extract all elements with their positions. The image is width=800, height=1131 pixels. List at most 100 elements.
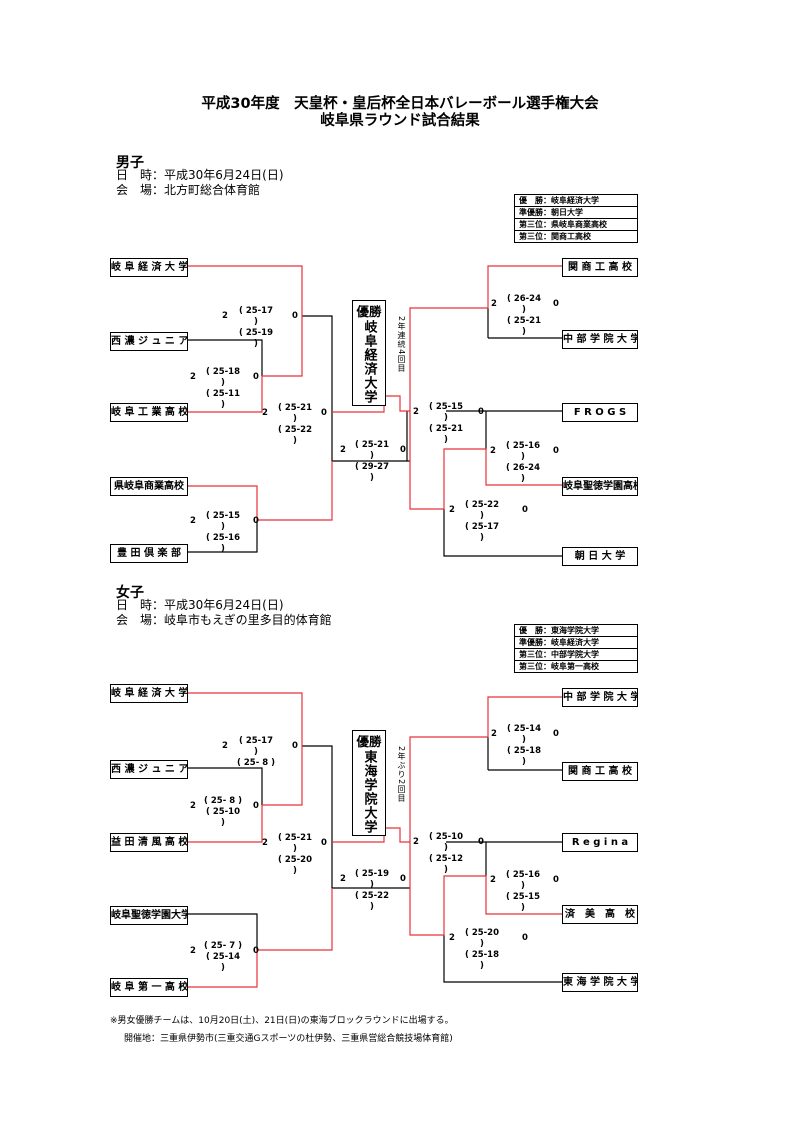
team-box: 岐阜聖徳学園高校 <box>562 477 638 496</box>
match-sets-won: 2 <box>491 729 497 739</box>
men-date: 日 時：平成30年6月24日(日) <box>116 168 284 182</box>
team-box: 岐 阜 経 済 大 学 <box>110 258 188 277</box>
match-score: ( 25-15 )( 25-16 ) <box>205 511 241 554</box>
match-score: ( 25- 8 )( 25-10 ) <box>204 796 242 828</box>
team-box: 西 濃 ジ ュ ニ ア <box>110 760 188 779</box>
standing-row: 準優勝：朝日大学 <box>515 207 637 219</box>
team-box: R e g i n a <box>562 833 638 852</box>
match-sets-won: 2 <box>222 741 228 751</box>
standing-row: 第三位：県岐阜商業高校 <box>515 219 637 231</box>
match-sets-won: 2 <box>222 311 228 321</box>
match-sets-won: 2 <box>262 408 268 418</box>
women-champion-box: 優勝 東海学院大学 <box>352 730 386 836</box>
men-venue: 会 場：北方町総合体育館 <box>116 183 261 197</box>
match-score: ( 25-20 )( 25-18 ) <box>464 928 500 971</box>
match-score: ( 25-21 )( 25-22 ) <box>277 403 313 446</box>
match-sets-lost: 0 <box>553 299 559 309</box>
team-box: 県岐阜商業高校 <box>110 477 188 496</box>
team-box: 関 商 工 高 校 <box>562 258 638 277</box>
team-box: 岐阜聖徳学園大学 <box>110 906 188 925</box>
match-score: ( 25-16 )( 26-24 ) <box>505 441 541 484</box>
team-box: 済 美 高 校 <box>562 905 638 924</box>
match-score: ( 25-18 )( 25-11 ) <box>205 367 241 410</box>
match-sets-lost: 0 <box>478 407 484 417</box>
champion-label: 優勝 <box>356 734 382 749</box>
match-sets-lost: 0 <box>478 837 484 847</box>
team-box: F R O G S <box>562 403 638 422</box>
match-sets-lost: 0 <box>553 446 559 456</box>
team-box: 岐 阜 第 一 高 校 <box>110 978 188 997</box>
team-box: 岐 阜 工 業 高 校 <box>110 403 188 422</box>
team-box: 中 部 学 院 大 学 <box>562 330 638 349</box>
match-sets-lost: 0 <box>253 372 259 382</box>
match-sets-won: 2 <box>490 875 496 885</box>
match-sets-lost: 0 <box>400 874 406 884</box>
women-heading: 女子 <box>116 585 144 601</box>
match-score: ( 25-16 )( 25-15 ) <box>505 870 541 913</box>
match-sets-lost: 0 <box>292 311 298 321</box>
match-sets-won: 2 <box>490 446 496 456</box>
match-score: ( 25-21 )( 29-27 ) <box>354 440 390 483</box>
match-sets-won: 2 <box>491 299 497 309</box>
page-subtitle: 岐阜県ラウンド試合結果 <box>320 113 480 129</box>
match-sets-lost: 0 <box>553 729 559 739</box>
standing-row: 第三位：中部学院大学 <box>515 649 637 661</box>
men-heading: 男子 <box>116 155 144 171</box>
match-sets-won: 2 <box>190 946 196 956</box>
standing-row: 優 勝：東海学院大学 <box>515 625 637 637</box>
match-sets-won: 2 <box>190 516 196 526</box>
women-standings: 優 勝：東海学院大学 準優勝：岐阜経済大学 第三位：中部学院大学 第三位：岐阜第… <box>514 624 638 673</box>
men-champion-note: 2年連続4回目 <box>397 316 406 374</box>
team-box: 岐 阜 経 済 大 学 <box>110 684 188 703</box>
champion-label: 優勝 <box>356 304 382 319</box>
champion-name: 東海学院大学 <box>361 750 377 834</box>
match-sets-won: 2 <box>340 874 346 884</box>
page-title: 平成30年度 天皇杯・皇后杯全日本バレーボール選手権大会 <box>201 96 599 112</box>
match-sets-lost: 0 <box>321 838 327 848</box>
match-score: ( 25-17 )( 25- 8 ) <box>237 736 275 768</box>
match-score: ( 25-17 )( 25-19 ) <box>238 306 274 349</box>
match-score: ( 26-24 )( 25-21 ) <box>506 294 542 337</box>
standing-row: 第三位：岐阜第一高校 <box>519 662 599 671</box>
match-sets-lost: 0 <box>321 408 327 418</box>
match-score: ( 25-10 )( 25-12 ) <box>428 832 464 875</box>
match-sets-won: 2 <box>340 445 346 455</box>
match-sets-lost: 0 <box>522 505 528 515</box>
standing-row: 優 勝：岐阜経済大学 <box>515 195 637 207</box>
match-sets-lost: 0 <box>292 741 298 751</box>
team-box: 西 濃 ジ ュ ニ ア <box>110 332 188 351</box>
match-sets-lost: 0 <box>553 875 559 885</box>
match-score: ( 25-15 )( 25-21 ) <box>428 402 464 445</box>
team-box: 東 海 学 院 大 学 <box>562 973 638 992</box>
match-sets-won: 2 <box>449 505 455 515</box>
match-sets-won: 2 <box>449 933 455 943</box>
venue-note: 開催地：三重県伊勢市(三重交通Gスポーツの杜伊勢、三重県営総合競技場体育館) <box>124 1034 453 1044</box>
champion-name: 岐阜経済大学 <box>361 320 377 404</box>
men-standings: 優 勝：岐阜経済大学 準優勝：朝日大学 第三位：県岐阜商業高校 第三位：関商工高… <box>514 194 638 243</box>
women-champion-note: 2年ぶり2回目 <box>397 746 406 804</box>
match-sets-won: 2 <box>262 838 268 848</box>
match-sets-lost: 0 <box>253 516 259 526</box>
match-sets-lost: 0 <box>522 933 528 943</box>
match-score: ( 25-14 )( 25-18 ) <box>506 724 542 767</box>
standing-row: 第三位：関商工高校 <box>519 232 591 241</box>
men-champion-box: 優勝 岐阜経済大学 <box>352 300 386 406</box>
women-date: 日 時：平成30年6月24日(日) <box>116 598 284 612</box>
match-sets-won: 2 <box>413 837 419 847</box>
match-sets-won: 2 <box>413 407 419 417</box>
team-box: 豊 田 倶 楽 部 <box>110 544 188 563</box>
match-sets-lost: 0 <box>253 801 259 811</box>
footnote: ※男女優勝チームは、10月20日(土)、21日(日)の東海ブロックラウンドに出場… <box>110 1016 454 1026</box>
match-sets-lost: 0 <box>253 946 259 956</box>
match-score: ( 25-21 )( 25-20 ) <box>277 833 313 876</box>
women-venue: 会 場：岐阜市もえぎの里多目的体育館 <box>116 613 332 627</box>
match-score: ( 25- 7 )( 25-14 ) <box>204 941 242 973</box>
match-sets-lost: 0 <box>400 445 406 455</box>
team-box: 関 商 工 高 校 <box>562 762 638 781</box>
standing-row: 準優勝：岐阜経済大学 <box>515 637 637 649</box>
team-box: 益 田 清 風 高 校 <box>110 833 188 852</box>
match-score: ( 25-22 )( 25-17 ) <box>464 500 500 543</box>
team-box: 中 部 学 院 大 学 <box>562 688 638 707</box>
